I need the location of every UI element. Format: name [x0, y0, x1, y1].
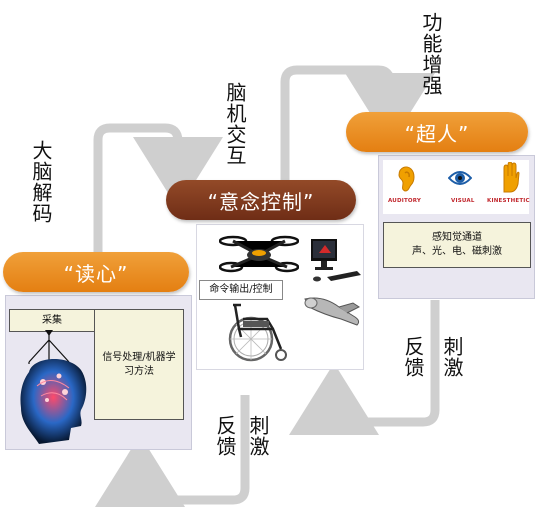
computer-icon: [311, 239, 361, 282]
label-feedback-left: 反馈: [213, 415, 237, 457]
sense-auditory: AUDITORY: [388, 198, 422, 204]
processing-box: 信号处理/机器学习方法: [94, 309, 184, 420]
prosthetic-icon: [304, 297, 360, 326]
label-brain-decoding: 大脑解码: [29, 140, 53, 224]
collect-box: 采集: [9, 309, 95, 332]
mind-reading-pill: “读心”: [3, 252, 189, 292]
eye-icon: [448, 171, 472, 185]
arrow-interact: [280, 65, 435, 182]
label-feedback-right: 反馈: [401, 336, 425, 378]
mind-reading-panel: 采集 信号处理/机器学习方法: [5, 295, 192, 450]
ear-icon: [398, 166, 415, 192]
arrow-feedback-right: [289, 300, 440, 435]
brain-head-icon: [20, 330, 87, 444]
arrow-feedback-bottom: [95, 395, 250, 507]
arrow-decode: [93, 123, 223, 255]
drone-icon: [219, 235, 299, 273]
superhuman-pill: “超人”: [346, 112, 528, 152]
perception-line1: 感知觉通道: [432, 232, 482, 243]
label-enhancement: 功能增强: [419, 12, 443, 96]
mind-control-panel: 命令输出/控制: [196, 224, 364, 370]
mind-control-pill: “意念控制”: [166, 180, 356, 220]
perception-line2: 声、光、电、磁刺激: [412, 246, 502, 257]
label-stimulus-right: 刺激: [440, 336, 464, 378]
senses-strip: AUDITORY VISUAL KINESTHETIC: [383, 160, 530, 214]
label-stimulus-left: 刺激: [246, 415, 270, 457]
wheelchair-icon: [228, 303, 287, 362]
superhuman-panel: AUDITORY VISUAL KINESTHETIC 感知觉通道 声、光、电、…: [378, 155, 535, 299]
sense-visual: VISUAL: [451, 198, 475, 204]
hand-icon: [503, 162, 520, 193]
command-output-box: 命令输出/控制: [199, 280, 283, 300]
label-bci: 脑机交互: [223, 82, 247, 166]
perception-box: 感知觉通道 声、光、电、磁刺激: [383, 222, 531, 268]
sense-kinesthetic: KINESTHETIC: [487, 198, 530, 204]
